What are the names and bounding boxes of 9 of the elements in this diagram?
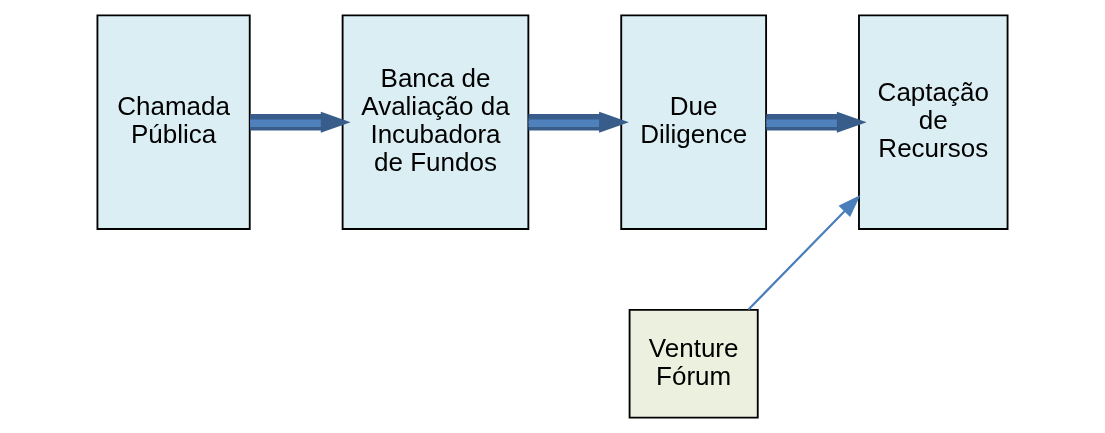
node-box: Chamada Pública: [96, 14, 251, 230]
arrow: [766, 111, 867, 133]
node-box: Venture Fórum: [628, 308, 759, 419]
arrow: [528, 111, 629, 133]
arrow: [250, 111, 351, 133]
node-box: Due Diligence: [620, 14, 768, 230]
node-box: Banca de Avaliação da Incubadora de Fundos: [341, 14, 530, 230]
arrow: [747, 194, 861, 311]
node-box: Captação de Recursos: [858, 14, 1009, 230]
